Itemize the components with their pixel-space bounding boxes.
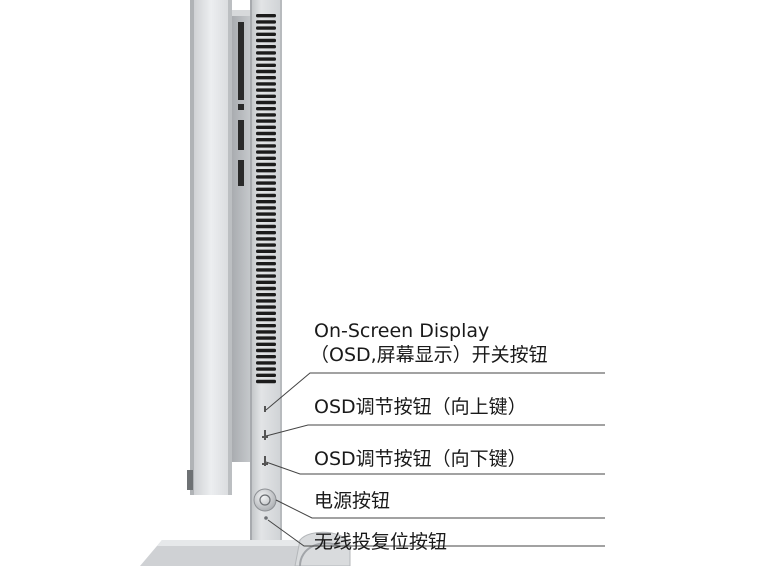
vent-slot [256, 212, 276, 216]
vent-slot [256, 20, 276, 24]
vent-slot [256, 249, 276, 253]
vent-slot [256, 169, 276, 173]
vent-slot [256, 14, 276, 18]
vent-slot [256, 150, 276, 154]
front-panel [187, 0, 232, 495]
vent-slot [256, 237, 276, 241]
vent-slot [256, 206, 276, 210]
vent-slot [256, 193, 276, 198]
wireless-reset-label: 无线投复位按钮 [314, 531, 448, 553]
vent-slot [256, 231, 276, 235]
osd-up-key-label: OSD调节按钮（向上键） [314, 396, 527, 418]
vent-slot [256, 299, 276, 303]
vent-slot [256, 45, 276, 49]
monitor-stand [140, 531, 351, 567]
vent-slot [256, 342, 276, 346]
vent-slot [256, 348, 276, 353]
rear-vent-slots [238, 22, 244, 186]
vent-slot [256, 317, 276, 322]
vent-slot [256, 156, 276, 160]
vent-slot [256, 119, 276, 123]
vent-slot [256, 26, 276, 30]
vent-slot [256, 181, 276, 185]
osd-label-line2: （OSD,屏幕显示）开关按钮 [310, 344, 548, 366]
vent-slot [256, 94, 276, 98]
vent-slot [256, 255, 276, 260]
vent-slot [256, 131, 276, 136]
vent-slot [256, 113, 276, 117]
vent-slot [256, 32, 276, 36]
vent-slot [256, 200, 276, 204]
osd-up-button[interactable] [262, 430, 268, 440]
vent-slot [256, 355, 276, 359]
side-frame [250, 0, 282, 566]
vent-slot [256, 107, 276, 111]
vent-slot [256, 286, 276, 291]
rear-slot [238, 104, 244, 110]
osd-down-button[interactable] [262, 456, 268, 466]
vent-slot [256, 293, 276, 297]
vent-slot [256, 76, 276, 80]
osd-label-line1: On-Screen Display [314, 320, 490, 342]
vent-slot [256, 361, 276, 365]
rear-slot [238, 160, 244, 186]
vent-slot [256, 330, 276, 334]
vent-slot [256, 336, 276, 340]
leader-line-down [265, 461, 605, 475]
vent-slot [256, 324, 276, 328]
vent-slot [256, 268, 276, 272]
power-button-label: 电源按钮 [314, 490, 391, 512]
vent-slot [256, 51, 276, 55]
power-button-icon[interactable] [253, 488, 277, 512]
vent-slot [256, 63, 276, 67]
vent-slot [256, 373, 276, 377]
osd-toggle-button[interactable] [264, 406, 266, 412]
vent-slot [256, 218, 276, 222]
vent-slot [256, 175, 276, 179]
reset-dot-icon[interactable] [264, 516, 268, 520]
leader-lines [265, 372, 605, 547]
vent-slot [256, 162, 276, 167]
vent-slot [256, 125, 276, 129]
leader-line-up [265, 424, 605, 437]
side-vent-grille [256, 14, 276, 384]
leader-line-reset [267, 519, 605, 547]
leader-line-osd [265, 372, 605, 411]
rear-slot [238, 22, 244, 100]
vent-slot [256, 274, 276, 278]
vent-slot [256, 57, 276, 61]
vent-slot [256, 38, 276, 43]
vent-slot [256, 69, 276, 74]
vent-slot [256, 379, 276, 384]
vent-slot [256, 144, 276, 148]
vent-slot [256, 262, 276, 266]
vent-slot [256, 224, 276, 229]
vent-slot [256, 138, 276, 142]
vent-slot [256, 305, 276, 309]
vent-slot [256, 187, 276, 191]
vent-slot [256, 311, 276, 315]
rear-slot [238, 120, 244, 150]
vent-slot [256, 82, 276, 86]
leader-line-power [275, 499, 605, 519]
vent-slot [256, 88, 276, 92]
vent-slot [256, 243, 276, 247]
rear-housing [232, 10, 252, 462]
vent-slot [256, 100, 276, 105]
vent-slot [256, 280, 276, 284]
osd-down-key-label: OSD调节按钮（向下键） [314, 448, 527, 470]
vent-slot [256, 367, 276, 371]
